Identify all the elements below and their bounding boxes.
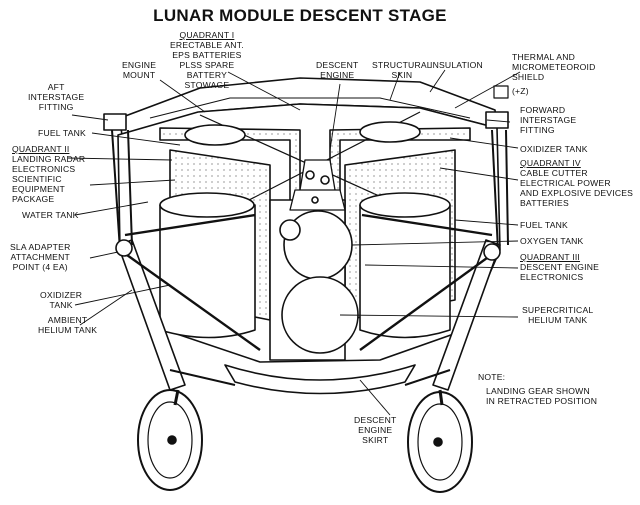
leader-lines (67, 69, 521, 416)
q1-item: EPS BATTERIES (172, 50, 242, 60)
q4-item: CABLE CUTTER (520, 168, 588, 178)
leg-right-strut-3 (361, 213, 493, 237)
descent-engine-cluster (289, 159, 346, 211)
note-text-line: IN RETRACTED POSITION (486, 396, 598, 406)
water-tank-label: WATER TANK (22, 210, 79, 220)
structural-skin-label: STRUCTURAL SKIN (372, 60, 432, 80)
forward-interstage-fitting-label: FORWARD INTERSTAGE FITTING (520, 105, 577, 135)
quadrant-1-heading: QUADRANT I (179, 30, 235, 40)
descent-engine-skirt-label: DESCENT ENGINE SKIRT (354, 415, 397, 445)
quadrant-3-block: QUADRANT III DESCENT ENGINE ELECTRONICS (520, 252, 599, 282)
note-text-line: LANDING GEAR SHOWN (486, 386, 590, 396)
aft-interstage-fitting-label: AFT INTERSTAGE FITTING (28, 82, 85, 112)
oxidizer-tank-right-label: OXIDIZER TANK (520, 144, 588, 154)
q2-item: ELECTRONICS (12, 164, 76, 174)
fuel-tank-left-label: FUEL TANK (38, 128, 86, 138)
quadrant-2-block: QUADRANT II LANDING RADAR ELECTRONICS SC… (12, 144, 85, 204)
forward-interstage-fitting (485, 111, 509, 129)
sla-point-left (115, 239, 133, 257)
sla-adapter-label: SLA ADAPTER ATTACHMENT POINT (4 EA) (10, 242, 71, 272)
engine-mount-label: ENGINE MOUNT (122, 60, 157, 80)
note-title: NOTE: (478, 372, 506, 382)
supercritical-helium-tank-label: SUPERCRITICAL HELIUM TANK (522, 305, 594, 325)
descent-engine-label: DESCENT ENGINE (316, 60, 359, 80)
q3-item: ELECTRONICS (520, 272, 584, 282)
q1-item: BATTERY (186, 70, 228, 80)
plus-z-marker (493, 85, 509, 99)
footpad-left (137, 389, 203, 491)
fuel-tank-left (159, 196, 256, 339)
quadrant-3-heading: QUADRANT III (520, 252, 581, 262)
q1-item: PLSS SPARE (179, 60, 235, 70)
leg-right-upright (491, 129, 509, 251)
leg-left-strut-2 (119, 249, 261, 351)
footpad-right (407, 389, 473, 493)
q1-item: ERECTABLE ANT. (170, 40, 244, 50)
upper-tank-left (184, 124, 246, 146)
leg-left-upright (111, 129, 133, 251)
q4-item: BATTERIES (520, 198, 569, 208)
thermal-shield-label: THERMAL AND MICROMETEOROID SHIELD (512, 52, 596, 82)
leg-right-strut-2 (359, 249, 499, 351)
aft-interstage-fitting (103, 113, 127, 131)
upper-tank-right (359, 121, 421, 143)
ambient-helium-tank-label: AMBIENT HELIUM TANK (38, 315, 98, 335)
leg-left-strut-3 (124, 213, 256, 237)
plus-z-label: (+Z) (512, 86, 529, 96)
q1-item: STOWAGE (184, 80, 230, 90)
quadrant-4-heading: QUADRANT IV (520, 158, 581, 168)
note-block: NOTE: LANDING GEAR SHOWN IN RETRACTED PO… (478, 372, 597, 406)
oxidizer-tank-left-label: OXIDIZER TANK (40, 290, 83, 310)
descent-engine-skirt (224, 364, 416, 395)
small-sphere (279, 219, 301, 241)
fuel-tank-right-label: FUEL TANK (520, 220, 568, 230)
q4-item: AND EXPLOSIVE DEVICES (520, 188, 634, 198)
diagram-title: LUNAR MODULE DESCENT STAGE (153, 6, 447, 25)
top-deck-inner (149, 97, 471, 119)
q2-item: LANDING RADAR (12, 154, 86, 164)
q3-item: DESCENT ENGINE (520, 262, 600, 272)
insulation-label: INSULATION (430, 60, 483, 70)
q4-item: ELECTRICAL POWER (520, 178, 611, 188)
q2-item: PACKAGE (12, 194, 55, 204)
quadrant-4-block: QUADRANT IV CABLE CUTTER ELECTRICAL POWE… (520, 158, 633, 208)
q2-item: SCIENTIFIC (12, 174, 62, 184)
q2-item: EQUIPMENT (12, 184, 65, 194)
quadrant-1-block: QUADRANT I ERECTABLE ANT. EPS BATTERIES … (170, 30, 244, 90)
sla-point-right (483, 243, 501, 261)
quadrant-2-heading: QUADRANT II (12, 144, 70, 154)
oxygen-tank-label: OXYGEN TANK (520, 236, 584, 246)
